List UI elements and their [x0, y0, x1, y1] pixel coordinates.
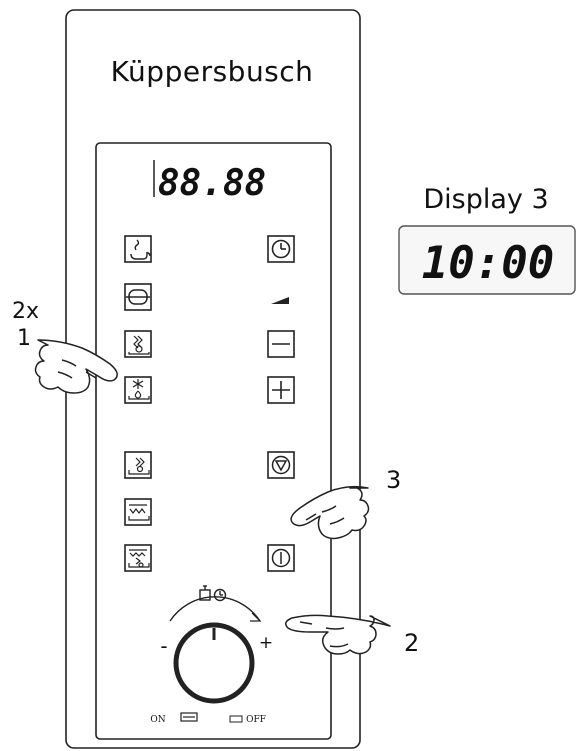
- fan-defrost-icon: [128, 335, 150, 355]
- grill-function-button[interactable]: [124, 283, 152, 311]
- step2-label: 2: [404, 629, 419, 657]
- plus-button[interactable]: [267, 376, 295, 404]
- bottom-heat-icon: [128, 504, 150, 521]
- oven-light-icon: [180, 712, 198, 722]
- top-bottom-heat-button[interactable]: [124, 498, 152, 526]
- fan-heat-button[interactable]: [124, 451, 152, 479]
- steam-jug-icon: [130, 239, 151, 260]
- timer-icon: [213, 588, 227, 602]
- step1-label: 1: [17, 326, 31, 351]
- knob-plus-label: +: [259, 633, 273, 653]
- power-icon: [271, 548, 291, 568]
- step3-label: 3: [386, 466, 401, 494]
- fan-heat-icon: [128, 457, 150, 475]
- clock-icon: [271, 239, 291, 259]
- fan-grill-button[interactable]: [124, 330, 152, 358]
- display3-readout: 10:00: [422, 238, 554, 289]
- stop-triangle-icon: [271, 455, 291, 475]
- volume-wedge-icon: [271, 297, 289, 304]
- fan-top-heat-button[interactable]: [124, 544, 152, 572]
- hand-pointer-1: [34, 339, 118, 394]
- step1-count-label: 2x: [12, 299, 39, 324]
- stop-button[interactable]: [267, 451, 295, 479]
- knob-off-label: OFF: [246, 715, 266, 725]
- fan-top-heat-icon: [128, 549, 150, 568]
- oven-light-small-icon: [229, 715, 243, 723]
- power-button[interactable]: [267, 544, 295, 572]
- display3-label: Display 3: [423, 184, 548, 215]
- control-panel: [95, 142, 332, 740]
- defrost-button[interactable]: [124, 376, 152, 404]
- steam-function-button[interactable]: [124, 235, 152, 263]
- brand-logo-text: Küppersbusch: [111, 55, 314, 88]
- knob-arc-arrow: [250, 612, 262, 622]
- hand-pointer-3: [290, 485, 370, 540]
- clock-button[interactable]: [267, 235, 295, 263]
- main-display-readout: 88.88: [158, 163, 266, 204]
- control-knob[interactable]: [173, 622, 255, 704]
- plus-icon: [272, 381, 290, 399]
- defrost-drop-icon: [128, 379, 150, 400]
- knob-arc: [169, 596, 261, 622]
- hand-pointer-2: [285, 614, 391, 655]
- knob-minus-label: -: [160, 634, 167, 658]
- knob-header-icons: [199, 585, 227, 602]
- grill-element-icon: [126, 289, 150, 305]
- minus-button[interactable]: [267, 330, 295, 358]
- display3-panel: [398, 225, 576, 295]
- knob-on-label: ON: [150, 715, 165, 725]
- temperature-icon: [199, 585, 211, 601]
